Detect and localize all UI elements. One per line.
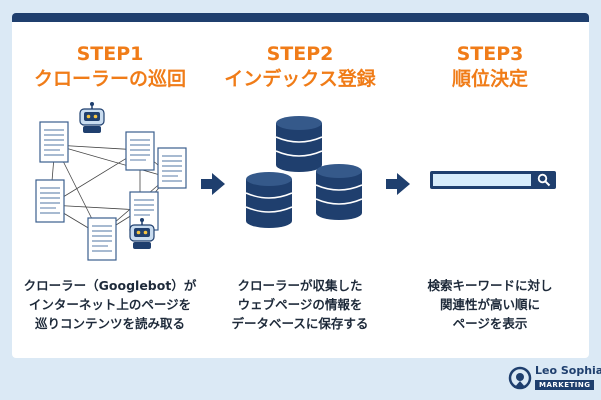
crawler-network-illustration — [35, 102, 187, 261]
step1-number: STEP1 — [76, 43, 144, 65]
document-icon — [39, 121, 69, 163]
step2-desc-line: データベースに保存する — [231, 316, 369, 331]
step2-heading: STEP2 インデックス登録 — [210, 42, 390, 92]
step2-desc-line: ウェブページの情報を — [237, 297, 363, 312]
document-icon — [157, 147, 187, 189]
step3-heading: STEP3 順位決定 — [400, 42, 580, 92]
search-icon — [537, 173, 551, 187]
step2-desc-line: クローラーが収集した — [237, 278, 363, 293]
step3-description: 検索キーワードに対し 関連性が高い順に ページを表示 — [400, 276, 580, 333]
brand-logo: Leo Sophia MARKETING — [508, 362, 601, 396]
search-bar — [430, 171, 556, 189]
robot-icon — [79, 102, 105, 133]
step1-title: クローラーの巡回 — [33, 68, 186, 90]
arrow-right-icon — [201, 173, 225, 195]
step1-description: クローラー（Googlebot）が インターネット上のページを 巡りコンテンツを… — [20, 276, 200, 333]
database-icon — [275, 116, 323, 172]
document-icon — [35, 179, 65, 223]
database-illustration — [245, 116, 363, 228]
step3-desc-line: 関連性が高い順に — [439, 297, 540, 312]
database-icon — [245, 172, 293, 228]
arrow-right-icon — [386, 173, 410, 195]
step1-heading: STEP1 クローラーの巡回 — [20, 42, 200, 92]
step1-desc-line: 巡りコンテンツを読み取る — [34, 316, 185, 331]
document-icon — [125, 131, 155, 171]
step2-title: インデックス登録 — [224, 68, 376, 90]
search-input — [433, 174, 531, 186]
brand-subtitle: MARKETING — [535, 380, 595, 390]
step3-title: 順位決定 — [451, 68, 528, 90]
document-icon — [129, 191, 159, 231]
step3-desc-line: ページを表示 — [452, 316, 528, 331]
step3-number: STEP3 — [456, 43, 524, 65]
document-icon — [87, 217, 117, 261]
step2-number: STEP2 — [266, 43, 334, 65]
step1-desc-line: クローラー（Googlebot）が — [23, 278, 197, 293]
brand-name: Leo Sophia — [535, 364, 601, 377]
brand-emblem-icon — [508, 366, 532, 390]
robot-icon — [129, 218, 155, 249]
step1-desc-line: インターネット上のページを — [28, 297, 192, 312]
database-icon — [315, 164, 363, 220]
step3-desc-line: 検索キーワードに対し — [427, 278, 553, 293]
step2-description: クローラーが収集した ウェブページの情報を データベースに保存する — [210, 276, 390, 333]
